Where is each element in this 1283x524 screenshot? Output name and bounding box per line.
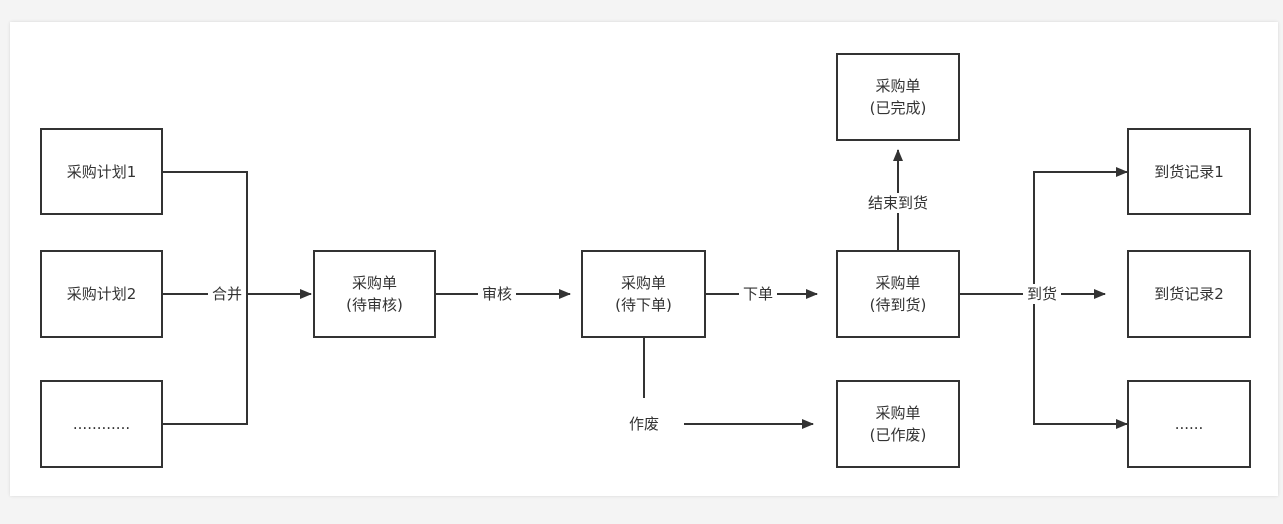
flow-diagram: 采购计划1 采购计划2 ............ 采购单 (待审核) 采购单 (… (10, 22, 1278, 496)
merge-connector (163, 171, 248, 425)
arrival-record-1-box[interactable]: 到货记录1 (1127, 128, 1251, 215)
po-completed-status: (已完成) (869, 99, 927, 117)
po-pending-review-title: 采购单 (351, 274, 397, 292)
po-voided-status: (已作废) (869, 426, 927, 444)
purchase-plan-1-label: 采购计划1 (66, 162, 137, 181)
po-voided-title: 采购单 (875, 404, 921, 422)
po-pending-arrival-status: (待到货) (869, 296, 927, 314)
po-pending-order-status: (待下单) (615, 296, 672, 314)
arrival-record-more-box[interactable]: ...... (1127, 380, 1251, 468)
po-pending-arrival-title: 采购单 (875, 274, 921, 292)
po-voided-box[interactable]: 采购单 (已作废) (836, 380, 960, 468)
merge-edge-label: 合并 (207, 284, 247, 304)
review-edge-label: 审核 (477, 284, 517, 304)
po-pending-order-box[interactable]: 采购单 (待下单) (581, 250, 706, 338)
void-edge-label: 作废 (624, 414, 664, 434)
arrival-record-2-label: 到货记录2 (1154, 285, 1224, 303)
end-arrival-edge-label: 结束到货 (863, 193, 933, 213)
purchase-plan-more-box[interactable]: ............ (40, 380, 163, 468)
po-pending-arrival-box[interactable]: 采购单 (待到货) (836, 250, 960, 338)
po-pending-order-title: 采购单 (620, 274, 666, 292)
place-order-edge-label: 下单 (738, 284, 778, 304)
purchase-plan-more-label: ............ (72, 415, 131, 433)
purchase-plan-2-box[interactable]: 采购计划2 (40, 250, 163, 338)
arrival-record-1-label: 到货记录1 (1154, 162, 1224, 181)
arrive-edge-label: 到货 (1022, 284, 1062, 304)
po-pending-review-status: (待审核) (346, 296, 403, 314)
arrival-record-2-box[interactable]: 到货记录2 (1127, 250, 1251, 338)
po-completed-box[interactable]: 采购单 (已完成) (836, 53, 960, 141)
purchase-plan-1-box[interactable]: 采购计划1 (40, 128, 163, 215)
arrive-branch-upper (1033, 167, 1128, 294)
arrival-record-more-label: ...... (1174, 415, 1204, 433)
po-completed-title: 采购单 (875, 77, 921, 95)
arrive-branch-lower (1033, 294, 1128, 429)
po-pending-review-box[interactable]: 采购单 (待审核) (313, 250, 436, 338)
purchase-plan-2-label: 采购计划2 (66, 285, 137, 303)
